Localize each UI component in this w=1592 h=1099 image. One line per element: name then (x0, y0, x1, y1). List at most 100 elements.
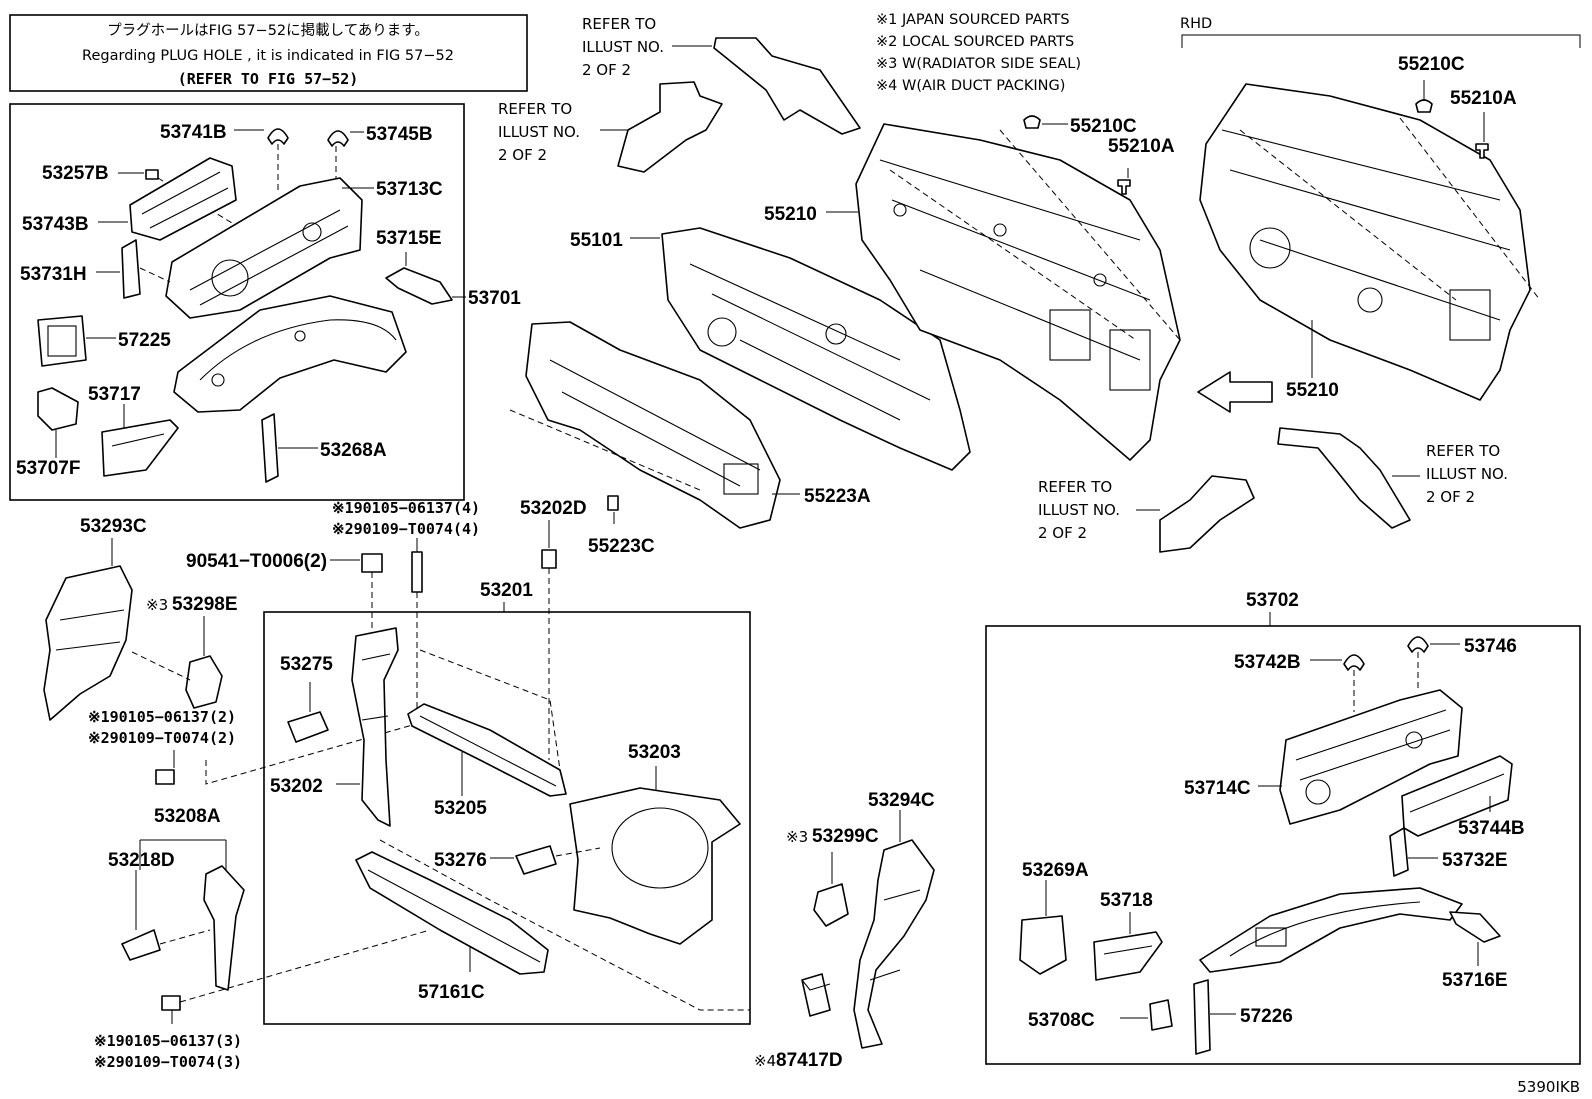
label-53746: 53746 (1464, 636, 1517, 657)
refer-note-1-line2: ILLUST NO. (582, 38, 664, 56)
part-53294C: 53294C (853, 790, 935, 1049)
bolt-note-2b: ※290109−T0074(2) (88, 729, 236, 747)
label-55223C: 55223C (588, 536, 655, 557)
part-55210C-rhd: 55210C (1398, 54, 1465, 113)
label-55210A-lhd: 55210A (1108, 136, 1175, 157)
label-53702: 53702 (1246, 590, 1299, 611)
label-53742B: 53742B (1234, 652, 1301, 673)
bolt-note-1: ※190105−06137(4) ※290109−T0074(4) (332, 499, 480, 730)
part-53731H: 53731H (20, 239, 171, 299)
part-53293C: 53293C (43, 516, 147, 721)
refer-note-3-line1: REFER TO (1426, 442, 1500, 460)
part-wheelhouse-left (173, 295, 407, 413)
label-57226: 57226 (1240, 1006, 1293, 1027)
label-53276: 53276 (434, 850, 487, 871)
group-53702: 53702 (985, 590, 1581, 1065)
part-55210C-lhd: 55210C (1023, 115, 1137, 137)
part-55210-lhd: 55210 (764, 123, 1181, 461)
part-53745B: 53745B (327, 124, 433, 186)
refer-sheet-rhd-1: REFER TO ILLUST NO. 2 OF 2 (1277, 427, 1508, 529)
label-57161C: 57161C (418, 982, 485, 1003)
label-55210-lhd: 55210 (764, 204, 817, 225)
part-53714C: 53714C (1184, 689, 1463, 825)
refer-sheet-top-1: REFER TO ILLUST NO. 2 OF 2 (582, 15, 861, 135)
bolt-note-3a: ※190105−06137(3) (94, 1032, 242, 1050)
direction-arrow-icon (1197, 371, 1273, 413)
refer-note-2-line3: 2 OF 2 (498, 146, 547, 164)
legend-item-2: ※2 LOCAL SOURCED PARTS (876, 34, 1074, 50)
part-57161C: 57161C (355, 839, 750, 1011)
part-55210A-rhd: 55210A (1450, 88, 1517, 159)
group-box-53701 (9, 103, 465, 501)
label-57225: 57225 (118, 330, 171, 351)
refer-note-4-line1: REFER TO (1038, 478, 1112, 496)
part-53299C: ※3 53299C (786, 826, 879, 927)
part-53202: 53202 (270, 627, 399, 827)
label-53741B: 53741B (160, 122, 227, 143)
part-57225: 57225 (37, 315, 171, 367)
label-53716E: 53716E (1442, 970, 1508, 991)
label-55101: 55101 (570, 230, 623, 251)
label-53257B: 53257B (42, 163, 109, 184)
label-53743B: 53743B (22, 214, 89, 235)
part-53208A: 53208A (139, 806, 245, 991)
label-53205: 53205 (434, 798, 487, 819)
legend-item-3: ※3 W(RADIATOR SIDE SEAL) (876, 56, 1081, 72)
label-55210C-rhd: 55210C (1398, 54, 1465, 75)
part-53257B: 53257B (42, 163, 261, 241)
label-53275: 53275 (280, 654, 333, 675)
label-53713C: 53713C (376, 179, 443, 200)
refer-note-1-line1: REFER TO (582, 15, 656, 33)
header-note: プラグホールはFIG 57−52に掲載してあります。 Regarding PLU… (9, 14, 528, 92)
part-87417D: ※4 87417D (754, 973, 843, 1071)
label-53218D: 53218D (108, 850, 175, 871)
part-53744B: 53744B (1401, 755, 1525, 839)
header-note-line2: Regarding PLUG HOLE , it is indicated in… (82, 48, 454, 64)
group-53201: 53201 (263, 580, 751, 1025)
label-53717: 53717 (88, 384, 141, 405)
refer-note-3-line2: ILLUST NO. (1426, 465, 1508, 483)
refer-sheet-top-2: REFER TO ILLUST NO. 2 OF 2 (498, 81, 723, 173)
part-55210A-lhd: 55210A (1108, 136, 1175, 195)
header-note-line3: (REFER TO FIG 57−52) (178, 70, 359, 88)
mark-87417D: ※4 (754, 1052, 776, 1070)
refer-note-4-line3: 2 OF 2 (1038, 524, 1087, 542)
part-53269A: 53269A (1019, 860, 1089, 975)
part-53708C: 53708C (1028, 999, 1173, 1031)
part-53202D: 53202D (520, 498, 587, 760)
bolt-note-2a: ※190105−06137(2) (88, 708, 236, 726)
rhd-label: RHD (1180, 16, 1212, 32)
part-90541-T0006: 90541−T0006(2) (186, 551, 383, 640)
part-53701: 53701 (452, 288, 521, 309)
label-87417D: 87417D (776, 1050, 843, 1071)
bolt-note-1a: ※190105−06137(4) (332, 499, 480, 517)
part-55210-rhd: 55210 (1199, 83, 1541, 401)
refer-note-4-line2: ILLUST NO. (1038, 501, 1120, 519)
label-53299C: 53299C (812, 826, 879, 847)
bolt-note-2: ※190105−06137(2) ※290109−T0074(2) (88, 708, 431, 785)
part-53298E: ※3 53298E (131, 594, 238, 709)
part-53713C: 53713C (165, 177, 443, 319)
refer-sheet-rhd-2: REFER TO ILLUST NO. 2 OF 2 (1038, 475, 1255, 553)
label-53203: 53203 (628, 742, 681, 763)
label-55210A-rhd: 55210A (1450, 88, 1517, 109)
refer-note-2-line2: ILLUST NO. (498, 123, 580, 141)
refer-note-2-line1: REFER TO (498, 100, 572, 118)
label-53268A: 53268A (320, 440, 387, 461)
label-55223A: 55223A (804, 486, 871, 507)
label-53714C: 53714C (1184, 778, 1251, 799)
part-53218D: 53218D (108, 850, 175, 961)
label-55210-rhd: 55210 (1286, 380, 1339, 401)
part-53276: 53276 (434, 845, 601, 875)
label-53202D: 53202D (520, 498, 587, 519)
part-53203: 53203 (569, 742, 741, 945)
header-note-line1: プラグホールはFIG 57−52に掲載してあります。 (107, 22, 429, 39)
label-55210C-lhd: 55210C (1070, 116, 1137, 137)
mark-53298E: ※3 (146, 596, 168, 614)
label-53732E: 53732E (1442, 850, 1508, 871)
label-53708C: 53708C (1028, 1010, 1095, 1031)
label-53202: 53202 (270, 776, 323, 797)
bolt-note-3b: ※290109−T0074(3) (94, 1053, 242, 1071)
label-53201: 53201 (480, 580, 533, 601)
